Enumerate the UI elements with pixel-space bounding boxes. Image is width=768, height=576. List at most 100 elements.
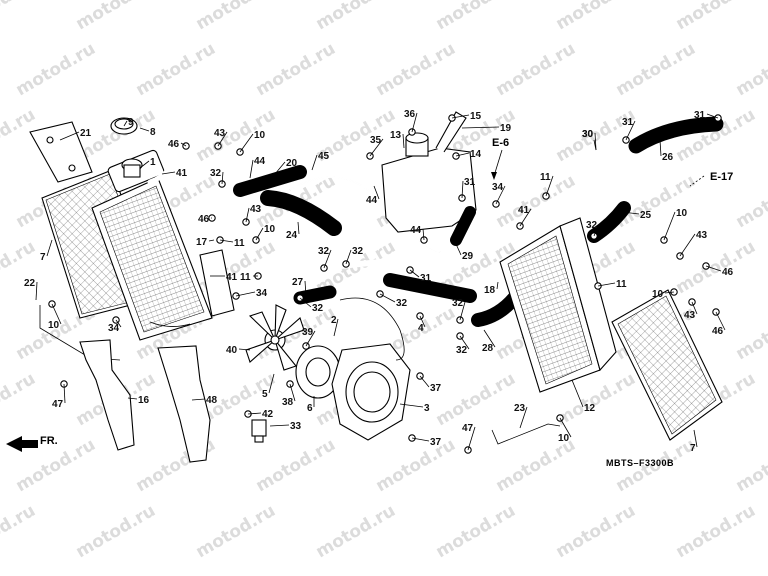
svg-text:FR.: FR.: [40, 435, 58, 447]
callout-21: 21: [80, 128, 92, 139]
watermark-text: motod.ru: [733, 435, 768, 496]
leader-line: [693, 429, 698, 448]
callout-9: 9: [128, 117, 134, 128]
leader-line: [311, 154, 318, 171]
right-radiator: [499, 217, 617, 393]
leader-line: [679, 233, 696, 257]
leader-line: [422, 228, 425, 241]
watermark-text: motod.ru: [373, 39, 459, 100]
leader-line: [217, 131, 228, 147]
leader-line: [123, 120, 128, 127]
callout-47: 47: [462, 423, 474, 434]
callout-46: 46: [712, 326, 724, 337]
callout-11: 11: [540, 172, 551, 183]
leader-line: [245, 207, 250, 223]
callout-7: 7: [690, 443, 696, 454]
leader-line: [249, 159, 254, 179]
callout-32: 32: [352, 246, 364, 257]
callout-43: 43: [214, 128, 226, 139]
center-lower-bracket: [157, 345, 211, 463]
leader-line: [369, 138, 384, 157]
leader-line: [519, 406, 528, 429]
leader-line: [299, 297, 312, 308]
callout-47: 47: [52, 399, 64, 410]
callout-34: 34: [108, 323, 120, 334]
watermark-text: motod.ru: [0, 369, 39, 430]
callout-3: 3: [424, 403, 430, 414]
fan-motor: [295, 345, 341, 399]
leader-line: [255, 227, 264, 241]
callout-10: 10: [254, 130, 266, 141]
watermark-text: motod.ru: [673, 237, 759, 298]
callout-32: 32: [456, 345, 468, 356]
leader-line: [247, 412, 262, 415]
leader-line: [625, 120, 636, 141]
leader-line: [208, 239, 215, 242]
leader-line: [411, 112, 418, 133]
watermark-text: motod.ru: [733, 171, 768, 232]
callout-27: 27: [292, 277, 304, 288]
leader-line: [191, 398, 206, 401]
fastener: [252, 236, 260, 244]
callout-46: 46: [198, 214, 210, 225]
right-joint-pipe: [578, 143, 620, 172]
leader-line: [483, 329, 496, 348]
callout-32: 32: [318, 246, 330, 257]
upper-right-hose: [628, 116, 724, 154]
callout-43: 43: [684, 310, 696, 321]
callout-6: 6: [307, 403, 313, 414]
watermark-text: motod.ru: [73, 501, 159, 562]
leader-line: [663, 211, 676, 241]
callout-30: 30: [582, 129, 594, 140]
leader-line: [161, 171, 176, 175]
callout-32: 32: [452, 298, 464, 309]
leader-line: [46, 239, 53, 257]
leader-line: [35, 281, 38, 301]
callout-34: 34: [256, 288, 268, 299]
callout-32: 32: [210, 168, 222, 179]
callout-25: 25: [640, 210, 652, 221]
watermark-text: motod.ru: [73, 0, 159, 34]
leader-line: [519, 208, 532, 227]
callout-10: 10: [558, 433, 570, 444]
callout-4: 4: [418, 323, 424, 334]
connecting-hose: [293, 285, 337, 305]
watermark-text: motod.ru: [253, 435, 339, 496]
leader-line: [664, 291, 675, 294]
callout-35: 35: [370, 135, 382, 146]
callout-30: 30: [582, 129, 594, 140]
mounting-plate: [199, 249, 235, 317]
callout-46: 46: [168, 139, 180, 150]
leader-line: [455, 152, 470, 157]
watermark-text: motod.ru: [253, 39, 339, 100]
leader-line: [459, 301, 466, 321]
watermark-text: motod.ru: [493, 39, 579, 100]
callout-12: 12: [584, 403, 596, 414]
watermark-text: motod.ru: [373, 435, 459, 496]
callout-10: 10: [48, 320, 60, 331]
leader-lines: [35, 112, 726, 451]
callout-10: 10: [652, 289, 664, 300]
leader-line: [451, 114, 470, 119]
filler-neck: [121, 158, 143, 178]
leader-line: [63, 383, 66, 404]
reference-e17: E-17: [689, 171, 733, 187]
watermark-text: motod.ru: [193, 501, 279, 562]
callout-41: 41: [518, 205, 530, 216]
leader-line: [705, 265, 722, 272]
fan-shroud: [331, 343, 411, 441]
upper-bracket-plate: [29, 121, 93, 183]
bypass-hose: [450, 206, 476, 246]
watermark-text: motod.ru: [553, 105, 639, 166]
right-pipe-stay: [491, 423, 561, 445]
leader-line: [269, 424, 290, 427]
callout-17: 17: [196, 237, 208, 248]
callout-42: 42: [262, 409, 274, 420]
callout-34: 34: [492, 182, 504, 193]
leader-line: [621, 211, 640, 215]
callout-23: 23: [514, 403, 526, 414]
callout-33: 33: [290, 421, 302, 432]
leader-line: [333, 318, 339, 337]
callout-40: 40: [226, 345, 238, 356]
